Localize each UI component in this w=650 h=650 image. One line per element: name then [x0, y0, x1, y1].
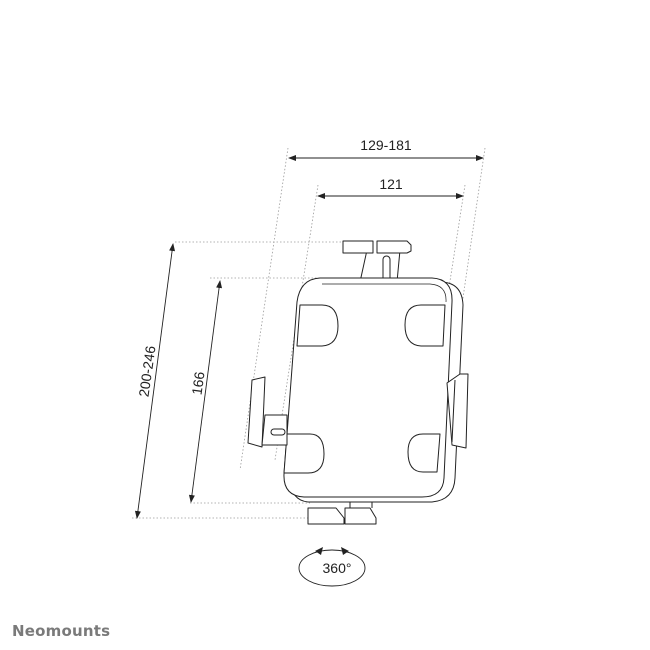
top-clamp	[342, 240, 412, 285]
bottom-clamp	[307, 502, 377, 525]
guide-lines	[132, 147, 486, 519]
outer-height-line	[134, 243, 176, 519]
rotation-label: 360°	[323, 560, 352, 576]
inner-height-line	[188, 280, 223, 503]
inner-height-label: 166	[189, 370, 208, 396]
width-dimensions	[288, 155, 484, 199]
outer-height-label: 200-246	[136, 345, 159, 398]
brand-logo: Neomounts	[12, 622, 111, 640]
inner-width-label: 121	[379, 176, 403, 192]
height-dimensions	[134, 243, 223, 519]
rotation-indicator	[298, 547, 366, 587]
corner-pad-tr	[404, 304, 446, 347]
corner-pad-br	[407, 433, 441, 473]
outer-width-label: 129-181	[360, 137, 412, 153]
left-side-clamp	[247, 376, 288, 448]
corner-pad-bl	[283, 433, 325, 474]
right-side-clamp	[446, 373, 469, 449]
corner-pad-tl	[296, 304, 339, 347]
tablet-holder-drawing	[247, 240, 469, 525]
